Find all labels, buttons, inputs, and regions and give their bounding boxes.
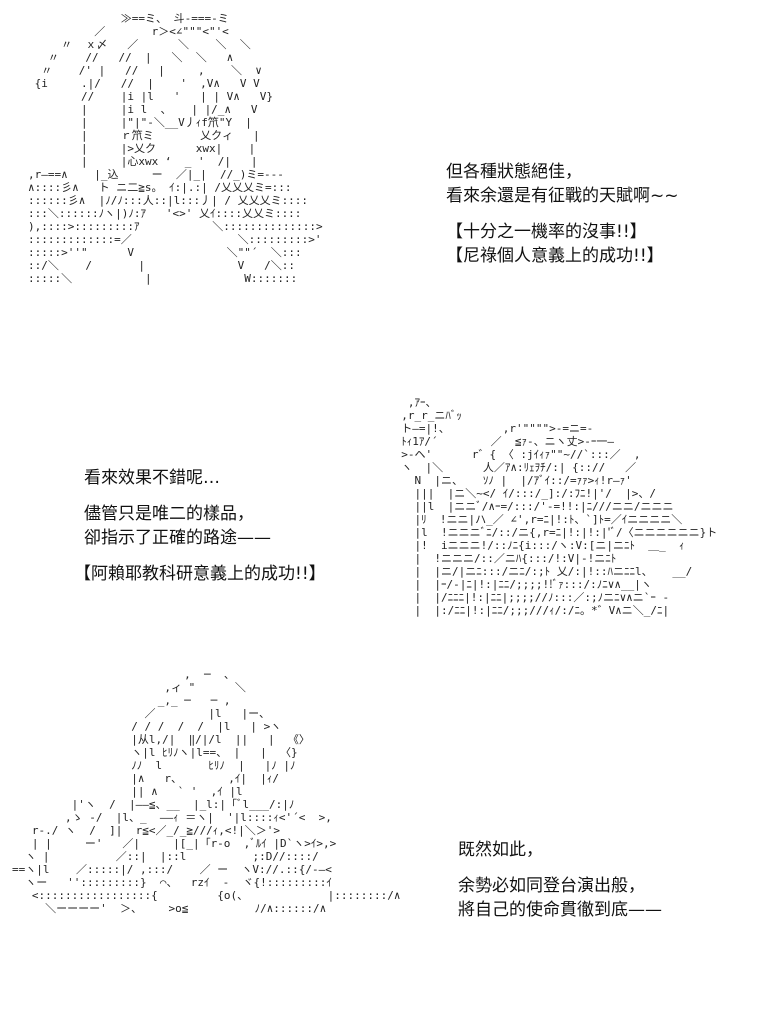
bracket-note: 【阿賴耶教科研意義上的成功!!】 — [74, 564, 326, 584]
dialogue-block-nero: 但各種狀態絕佳， 看來余還是有征戰的天賦啊~~ 【十分之一機率的沒事!!】 【尼… — [446, 160, 679, 268]
dialogue-line: 將自己的使命貫徹到底—— — [458, 900, 662, 920]
spacer — [458, 862, 662, 874]
dialogue-line: 看來效果不錯呢… — [84, 468, 220, 488]
spacer — [84, 490, 326, 502]
spacer — [446, 208, 679, 220]
ascii-art-ship: ,ｱｰ、 ,r_r_ニﾊﾞｯ ト―=|!、 ,r'"""">-=ニ=- ﾄｨ1ｱ… — [401, 396, 718, 617]
dialogue-line: 既然如此， — [458, 840, 543, 860]
spacer — [84, 550, 326, 562]
dialogue-line: 余勢必如同登台演出般， — [458, 876, 645, 896]
dialogue-line: 看來余還是有征戰的天賦啊~~ — [446, 186, 679, 206]
dialogue-block-result: 看來效果不錯呢… 儘管只是唯二的樣品， 卻指示了正確的路途—— 【阿賴耶教科研意… — [74, 466, 326, 586]
dialogue-line: 卻指示了正確的路途—— — [84, 528, 271, 548]
manga-panel-stage: , ─ 、 ,ィ " ＼ _,_ ─ ─ , ／ |l |ー、 / / / / … — [8, 664, 448, 1020]
bracket-note: 【十分之一機率的沒事!!】 — [446, 222, 647, 242]
dialogue-line: 但各種狀態絕佳， — [446, 162, 582, 182]
manga-panel-ship: ,ｱｰ、 ,r_r_ニﾊﾞｯ ト―=|!、 ,r'"""">-=ニ=- ﾄｨ1ｱ… — [384, 392, 764, 704]
bracket-note: 【尼祿個人意義上的成功!!】 — [446, 246, 664, 266]
dialogue-block-resolve: 既然如此， 余勢必如同登台演出般， 將自己的使命貫徹到底—— — [458, 838, 662, 922]
manga-panel-nero: ≫==ミ、 斗-===-ミ ／ r＞<∠"""<"'< 〃 ｘ〆 ／ ＼ ＼ ＼… — [20, 8, 420, 400]
ascii-art-stage: , ─ 、 ,ィ " ＼ _,_ ─ ─ , ／ |l |ー、 / / / / … — [12, 668, 401, 915]
dialogue-line: 儘管只是唯二的樣品， — [84, 504, 254, 524]
ascii-art-nero: ≫==ミ、 斗-===-ミ ／ r＞<∠"""<"'< 〃 ｘ〆 ／ ＼ ＼ ＼… — [28, 12, 323, 285]
